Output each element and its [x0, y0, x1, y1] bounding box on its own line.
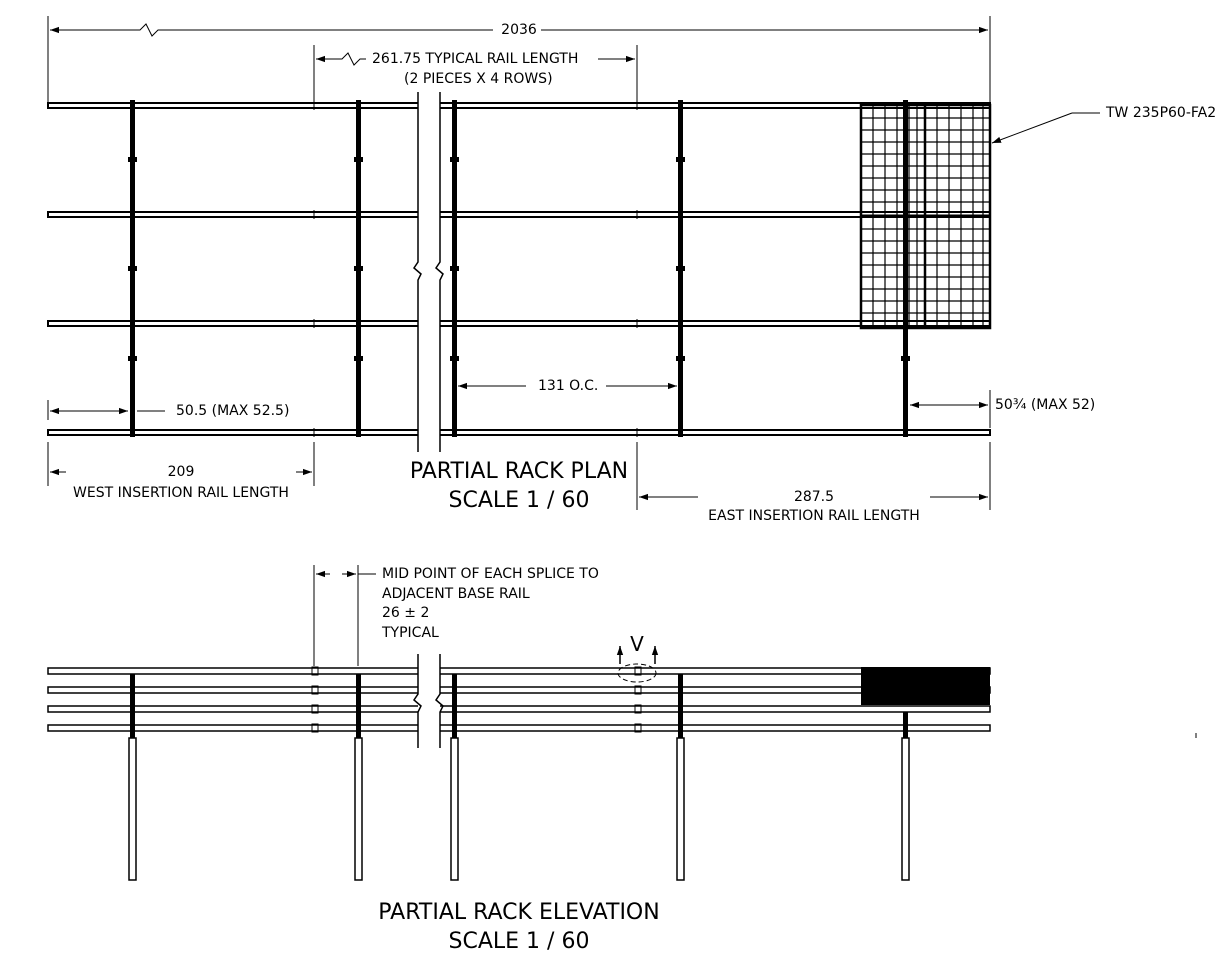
plan-break-symbol	[413, 92, 444, 452]
module-tag-label: TW 235P60-FA2	[1106, 105, 1216, 121]
typical-rail-length-label: 261.75 TYPICAL RAIL LENGTH	[372, 51, 579, 67]
splice-note-line-2: ADJACENT BASE RAIL	[382, 586, 530, 602]
dim-east-spacing	[910, 390, 991, 428]
elevation-leg-4	[676, 737, 685, 881]
elevation-title: PARTIAL RACK ELEVATION	[378, 900, 660, 925]
elevation-leg-2	[354, 737, 363, 881]
plan-view	[47, 16, 1100, 510]
dim-west-rail	[47, 442, 315, 486]
east-spacing-label: 50¾ (MAX 52)	[995, 397, 1096, 413]
elevation-view	[47, 565, 1197, 881]
dim-west-spacing	[47, 400, 165, 420]
dim-overall	[47, 16, 991, 102]
plan-post-bolts	[128, 157, 910, 361]
east-rail-label: EAST INSERTION RAIL LENGTH	[708, 508, 920, 524]
elevation-legs	[128, 737, 910, 881]
splice-note-line-3: 26 ± 2	[382, 605, 430, 621]
elevation-break-symbol	[413, 654, 444, 748]
elevation-posts	[130, 674, 908, 738]
solar-panel-grid	[859, 103, 992, 330]
elevation-rail-1	[47, 667, 991, 675]
splice-note-line-1: MID POINT OF EACH SPLICE TO	[382, 566, 599, 582]
section-marker-v	[616, 646, 659, 683]
elevation-rail-4	[47, 724, 991, 732]
east-rail-value-label: 287.5	[793, 489, 835, 505]
overall-dimension-label: 2036	[497, 22, 541, 38]
elevation-splices	[311, 666, 642, 733]
plan-rail-1	[47, 102, 991, 109]
plan-title: PARTIAL RACK PLAN	[409, 459, 629, 484]
dim-splice-offset	[313, 565, 376, 666]
elevation-rail-3	[47, 705, 991, 713]
elevation-solar-panel	[861, 667, 990, 705]
elevation-leg-3	[450, 737, 459, 881]
west-rail-value-label: 209	[167, 464, 195, 480]
splice-note-line-4: TYPICAL	[382, 625, 439, 641]
elevation-leg-5	[901, 737, 910, 881]
west-rail-label: WEST INSERTION RAIL LENGTH	[73, 485, 289, 501]
post-spacing-label: 131 O.C.	[538, 378, 599, 394]
module-tag-leader	[991, 112, 1100, 144]
plan-scale: SCALE 1 / 60	[448, 488, 590, 513]
plan-rail-3	[47, 320, 991, 327]
elevation-leg-1	[128, 737, 137, 881]
typical-rail-pieces-label: (2 PIECES X 4 ROWS)	[404, 71, 553, 87]
plan-rail-2	[47, 211, 991, 218]
plan-rails	[47, 102, 991, 436]
elevation-scale: SCALE 1 / 60	[448, 929, 590, 954]
elevation-rails	[47, 667, 991, 732]
dim-typical-rail	[313, 45, 638, 102]
elevation-rail-2	[47, 686, 991, 694]
dim-east-rail	[636, 442, 991, 510]
plan-rail-4	[47, 429, 991, 436]
plan-post-5	[903, 100, 908, 437]
west-spacing-label: 50.5 (MAX 52.5)	[176, 403, 290, 419]
section-marker-label: V	[630, 632, 644, 656]
plan-splice-ticks	[313, 101, 638, 437]
